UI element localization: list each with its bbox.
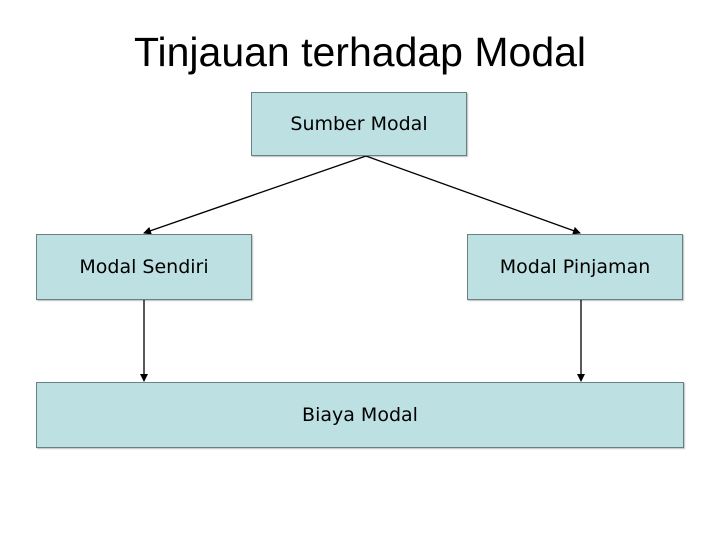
arrow-sumber-to-sendiri: [143, 155, 367, 235]
node-label: Modal Sendiri: [79, 256, 209, 278]
arrow-sumber-to-pinjaman: [365, 155, 581, 235]
node-modal-sendiri: Modal Sendiri: [36, 234, 252, 300]
node-sumber-modal: Sumber Modal: [251, 92, 467, 156]
node-modal-pinjaman: Modal Pinjaman: [467, 234, 683, 300]
diagram-title: Tinjauan terhadap Modal: [133, 29, 587, 75]
node-label: Sumber Modal: [290, 113, 428, 135]
node-label: Biaya Modal: [302, 404, 418, 426]
node-label: Modal Pinjaman: [499, 256, 651, 278]
node-biaya-modal: Biaya Modal: [36, 382, 684, 448]
